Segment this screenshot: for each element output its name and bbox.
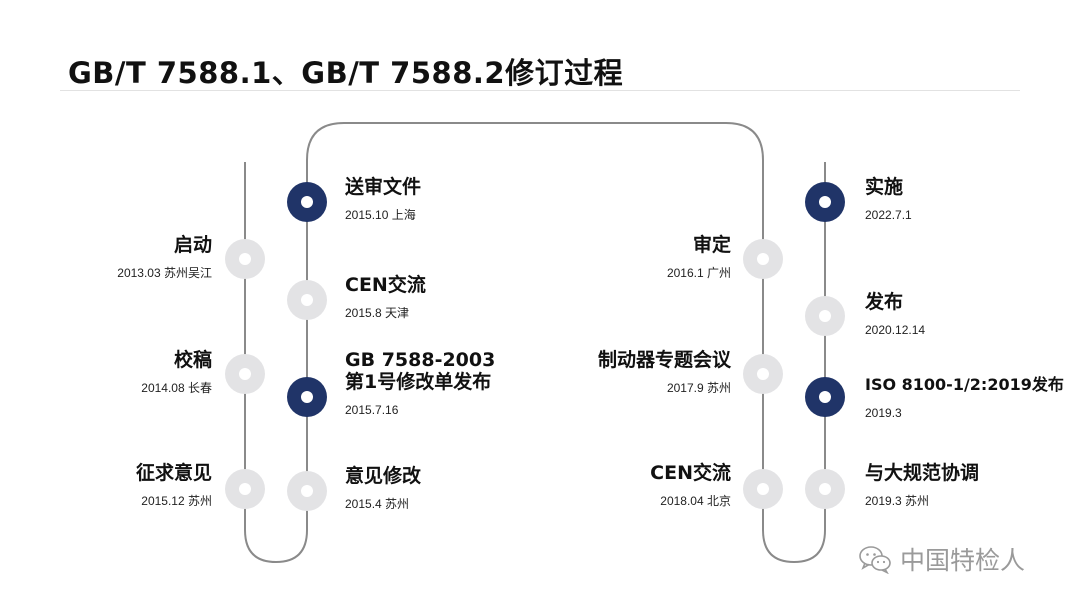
milestone-detail: 2019.3 苏州 (865, 494, 930, 508)
wechat-icon (859, 546, 891, 574)
milestone-detail: 2015.4 苏州 (345, 497, 410, 511)
milestone-node-amendment (287, 377, 327, 417)
milestone-node-publication (805, 296, 845, 336)
milestone-iso-publication: ISO 8100-1/2:2019发布 2019.3 (865, 374, 1080, 420)
milestone-detail: 2020.12.14 (865, 323, 926, 337)
milestone-title: 意见修改 (345, 465, 422, 487)
milestone-node-revision (287, 471, 327, 511)
milestone-title-line1: GB 7588-2003 (345, 349, 496, 371)
milestone-node-brake-meeting (743, 354, 783, 394)
milestone-cen-exchange-2: CEN交流 2018.04 北京 (491, 462, 731, 508)
watermark-text: 中国特检人 (900, 546, 1026, 575)
milestone-title: 送审文件 (345, 176, 422, 198)
milestone-title: CEN交流 (345, 274, 426, 296)
milestone-node-cen-exchange-2 (743, 469, 783, 509)
milestone-title: 征求意见 (135, 462, 212, 484)
milestone-detail: 2015.12 苏州 (141, 494, 212, 508)
milestone-submission: 送审文件 2015.10 上海 (345, 176, 585, 222)
page-title: GB/T 7588.1、GB/T 7588.2修订过程 (68, 56, 624, 90)
milestone-title: 启动 (173, 234, 212, 256)
milestone-revision: 意见修改 2015.4 苏州 (345, 465, 585, 511)
milestone-title-line2: 第1号修改单发布 (345, 371, 492, 393)
milestone-publication: 发布 2020.12.14 (865, 291, 1080, 337)
milestone-amendment: GB 7588-2003 第1号修改单发布 2015.7.16 (345, 349, 585, 417)
milestone-cen-exchange-1: CEN交流 2015.8 天津 (345, 274, 585, 320)
milestone-detail: 2013.03 苏州吴江 (117, 266, 212, 280)
milestone-node-iso-publication (805, 377, 845, 417)
watermark: 中国特检人 (858, 541, 1025, 577)
milestone-implementation: 实施 2022.7.1 (865, 176, 1080, 222)
milestone-detail: 2018.04 北京 (660, 494, 731, 508)
milestone-title: ISO 8100-1/2:2019发布 (865, 375, 1064, 394)
milestone-coordination: 与大规范协调 2019.3 苏州 (865, 462, 1080, 508)
milestone-title: 校稿 (173, 349, 212, 371)
milestone-proofread: 校稿 2014.08 长春 (0, 349, 212, 395)
milestone-node-coordination (805, 469, 845, 509)
milestone-start: 启动 2013.03 苏州吴江 (0, 234, 212, 280)
milestone-title: CEN交流 (650, 462, 731, 484)
milestone-title: 与大规范协调 (865, 462, 980, 484)
milestone-detail: 2015.8 天津 (345, 306, 410, 320)
milestone-node-cen-exchange-1 (287, 280, 327, 320)
title-divider (60, 90, 1020, 91)
milestone-detail: 2019.3 (865, 406, 902, 420)
milestone-title: 审定 (692, 234, 731, 256)
milestone-title: 发布 (865, 291, 904, 313)
milestone-title: 制动器专题会议 (597, 349, 731, 371)
milestone-detail: 2017.9 苏州 (666, 381, 731, 395)
milestone-title: 实施 (865, 176, 904, 198)
milestone-approval: 审定 2016.1 广州 (491, 234, 731, 280)
milestone-detail: 2015.10 上海 (345, 208, 416, 222)
milestone-detail: 2014.08 长春 (141, 381, 212, 395)
milestone-node-approval (743, 239, 783, 279)
milestone-node-proofread (225, 354, 265, 394)
milestone-detail: 2015.7.16 (345, 403, 399, 417)
milestone-node-start (225, 239, 265, 279)
milestone-brake-meeting: 制动器专题会议 2017.9 苏州 (491, 349, 731, 395)
milestone-detail: 2022.7.1 (865, 208, 912, 222)
milestone-comments: 征求意见 2015.12 苏州 (0, 462, 212, 508)
milestone-node-comments (225, 469, 265, 509)
milestone-node-implementation (805, 182, 845, 222)
milestone-node-submission (287, 182, 327, 222)
milestone-detail: 2016.1 广州 (666, 266, 731, 280)
